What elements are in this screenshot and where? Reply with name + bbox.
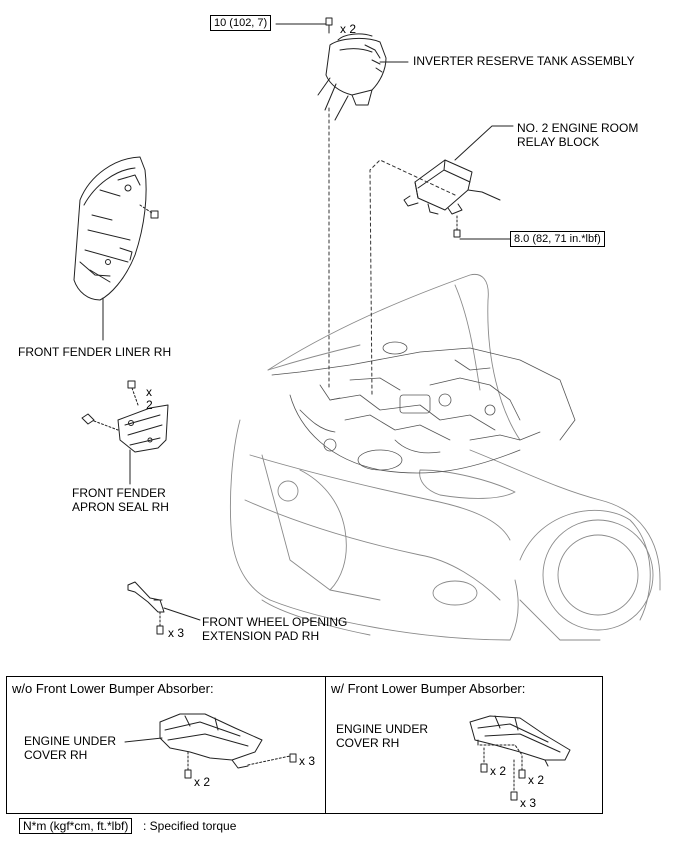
relay-block-drawing [403,159,501,215]
legend-meaning: : Specified torque [143,819,237,833]
left-under-cover-qty-a: x 2 [194,775,211,789]
relay-guide-line [369,159,456,396]
right-under-cover-qty-b: x 2 [528,773,545,787]
legend-unit-box: N*m (kgf*cm, ft.*lbf) [19,818,133,834]
wheel-pad-drawing [127,581,165,613]
fender-liner-drawing [73,156,147,301]
vehicle-front-outline [229,273,661,641]
left-under-cover-label-line2: COVER RH [24,748,88,762]
under-cover-left-drawing [159,713,263,769]
right-under-cover-label-line1: ENGINE UNDER [336,722,429,736]
torque-spec-relay-block: 8.0 (82, 71 in.*lbf) [510,231,605,247]
left-under-cover-qty-b: x 3 [299,754,316,768]
right-under-cover-qty-c: x 3 [520,796,537,810]
label-apron-seal-line2: APRON SEAL RH [72,500,169,514]
panel-with-absorber-title: w/ Front Lower Bumper Absorber: [331,681,526,696]
under-cover-right-drawing [469,715,571,767]
label-inverter-reserve-tank: INVERTER RESERVE TANK ASSEMBLY [413,54,635,68]
label-front-fender-liner: FRONT FENDER LINER RH [18,345,172,359]
label-wheel-pad-line2: EXTENSION PAD RH [202,629,320,643]
right-under-cover-qty-a: x 2 [490,764,507,778]
apron-seal-drawing [117,404,169,453]
reserve-tank-drawing [317,17,387,121]
apron-clip-qty-x: x [146,385,152,399]
wheel-pad-bolt-qty: x 3 [168,626,185,640]
apron-clip-qty-2: 2 [146,398,153,412]
panel-without-absorber-title: w/o Front Lower Bumper Absorber: [12,681,214,696]
panel-with-absorber [325,676,603,814]
left-under-cover-label-line1: ENGINE UNDER [24,734,117,748]
label-apron-seal-line1: FRONT FENDER [72,486,166,500]
label-wheel-pad-line1: FRONT WHEEL OPENING [202,615,348,629]
label-relay-block-line2: RELAY BLOCK [517,135,600,149]
right-under-cover-label-line2: COVER RH [336,736,400,750]
label-relay-block-line1: NO. 2 ENGINE ROOM [517,121,639,135]
torque-spec-reserve-tank: 10 (102, 7) [210,15,272,31]
reserve-tank-bolt-qty: x 2 [340,22,357,36]
engine-compartment [271,341,576,474]
